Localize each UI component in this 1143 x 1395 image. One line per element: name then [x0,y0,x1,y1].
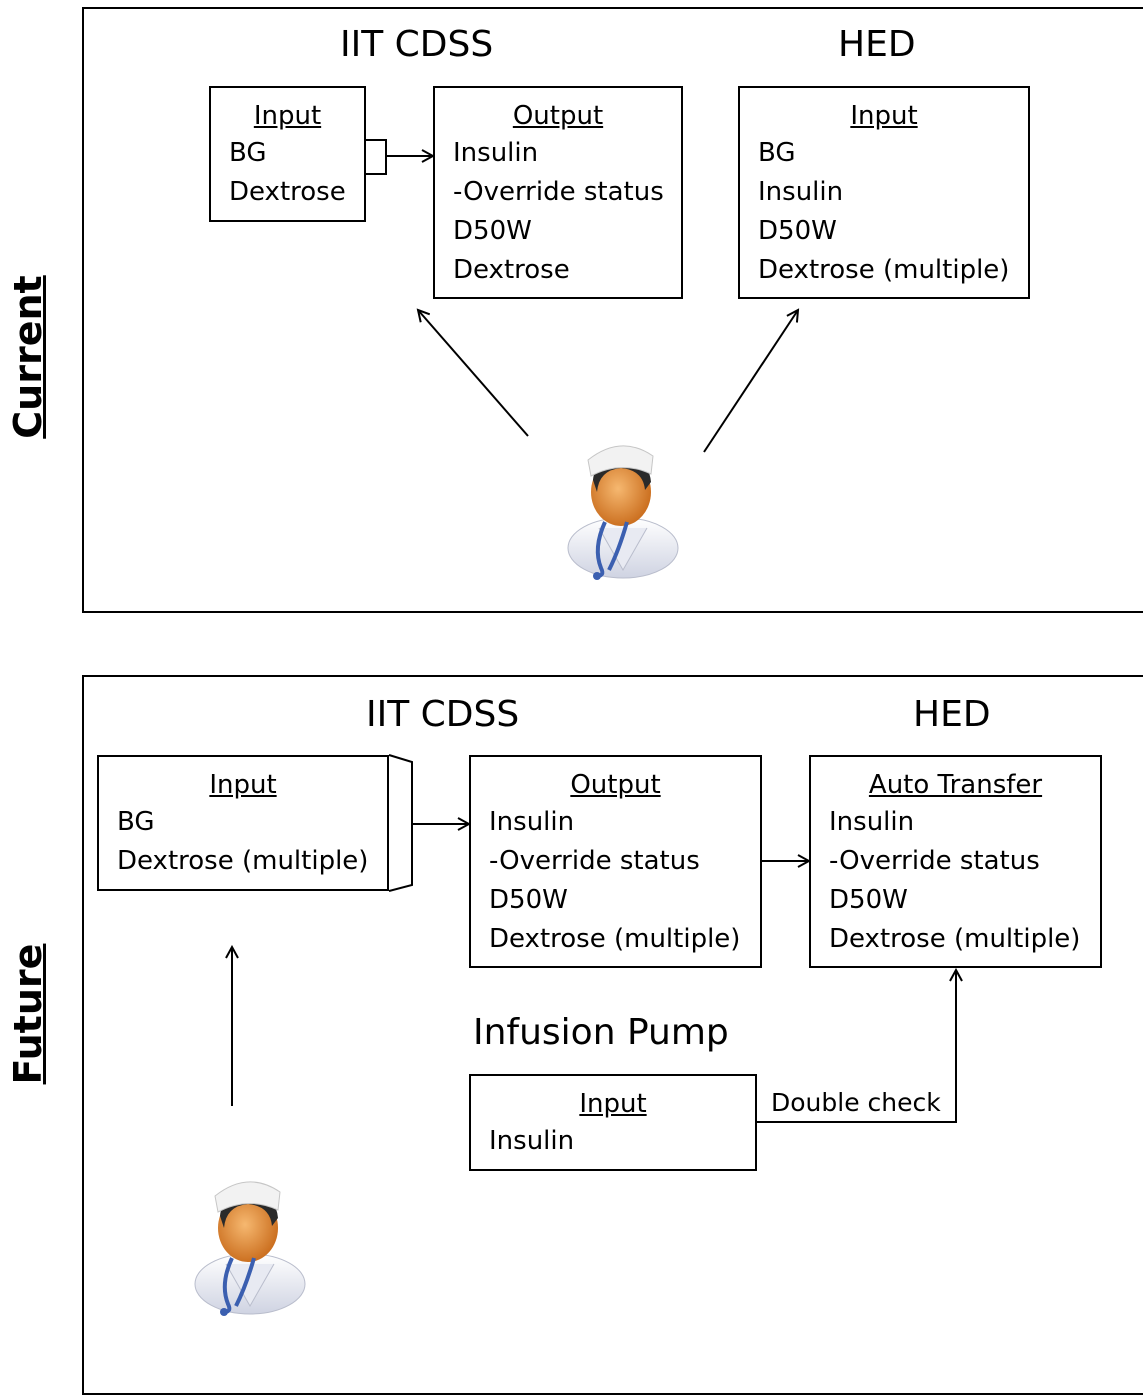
pump-input-line: Insulin [489,1126,575,1156]
current-hed-line: Dextrose (multiple) [758,255,1010,285]
current-input-line: Dextrose [229,177,346,207]
infusion-pump-box: Input Insulin [469,1074,757,1171]
current-hed-header: Input [850,101,918,131]
current-output-line: -Override status [453,177,664,207]
current-input-line: BG [229,138,267,168]
future-input-bracket [388,754,413,892]
future-output-line: -Override status [489,846,700,876]
current-output-line: D50W [453,216,532,246]
future-hed-header: Auto Transfer [868,770,1043,800]
future-output-line: Insulin [489,807,575,837]
future-input-line: Dextrose (multiple) [117,846,369,876]
future-hed-line: Insulin [829,807,915,837]
current-input-box: Input BG Dextrose [209,86,366,222]
future-output-line: D50W [489,885,568,915]
future-hed-box: Auto Transfer Insulin -Override status D… [809,755,1102,968]
current-hed-title: HED [838,24,916,65]
future-hed-line: Dextrose (multiple) [829,924,1081,954]
current-hed-line: Insulin [758,177,844,207]
future-hed-title: HED [913,694,991,735]
future-output-box: Output Insulin -Override status D50W Dex… [469,755,762,968]
clinician-to-hed-arrow [703,310,798,453]
current-output-box: Output Insulin -Override status D50W Dex… [433,86,683,299]
current-hed-line: BG [758,138,796,168]
future-hed-line: D50W [829,885,908,915]
current-output-header: Output [512,101,604,131]
double-check-label: Double check [771,1088,941,1117]
current-output-line: Dextrose [453,255,570,285]
current-input-header: Input [253,101,322,131]
clinician-icon [194,1181,306,1316]
future-output-header: Output [570,770,661,800]
clinician-icon [567,445,679,580]
double-check-connector [757,970,956,1123]
current-hed-line: D50W [758,216,837,246]
future-input-header: Input [209,770,277,800]
current-hed-box: Input BG Insulin D50W Dextrose (multiple… [738,86,1030,299]
current-panel [82,7,1143,613]
future-output-line: Dextrose (multiple) [489,924,741,954]
clinician-to-cdss-arrow [418,310,529,437]
future-input-line: BG [117,807,155,837]
future-cdss-title: IIT CDSS [366,694,520,735]
infusion-pump-title: Infusion Pump [473,1012,729,1053]
current-input-bracket [366,139,387,175]
pump-input-header: Input [579,1089,647,1119]
current-output-line: Insulin [453,138,539,168]
future-hed-line: -Override status [829,846,1040,876]
future-input-box: Input BG Dextrose (multiple) [97,755,389,891]
current-cdss-title: IIT CDSS [340,24,494,65]
